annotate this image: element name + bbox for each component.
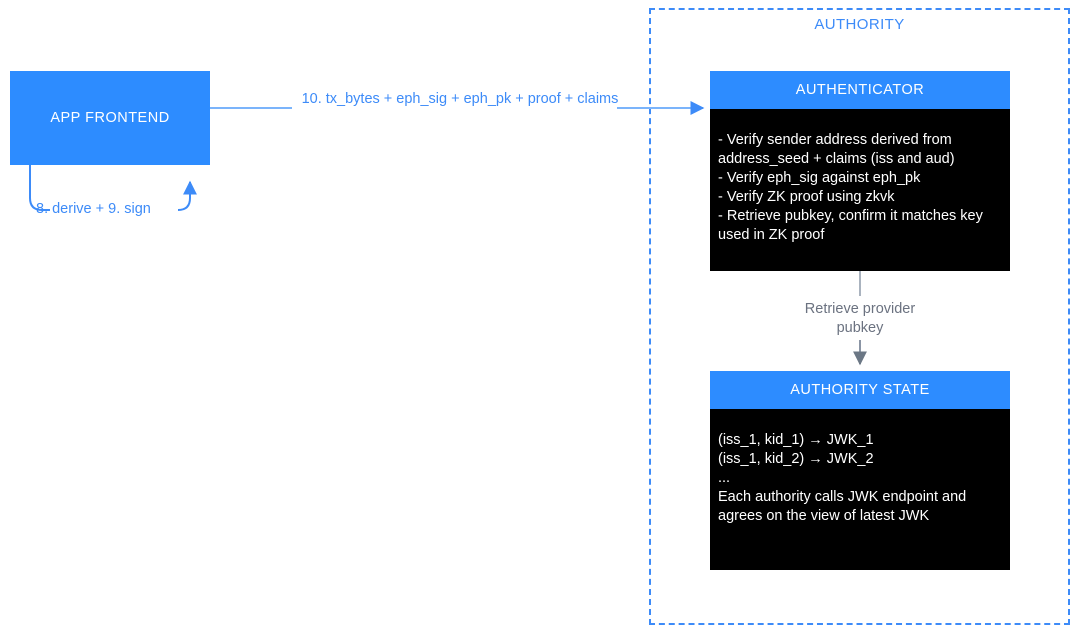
node-authenticator-header: AUTHENTICATOR bbox=[710, 71, 1010, 109]
edge-label-authenticator-to-state: Retrieve provider pubkey bbox=[804, 301, 916, 336]
node-app-frontend-label: APP FRONTEND bbox=[50, 110, 170, 126]
node-authenticator[interactable]: AUTHENTICATOR - Verify sender address de… bbox=[710, 71, 1010, 271]
node-authority-state[interactable]: AUTHORITY STATE (iss_1, kid_1) → JWK_1 (… bbox=[710, 371, 1010, 570]
node-authority-state-body: (iss_1, kid_1) → JWK_1 (iss_1, kid_2) → … bbox=[710, 409, 1010, 570]
authority-group-label: AUTHORITY bbox=[814, 16, 905, 33]
edge-label-frontend-to-authenticator: 10. tx_bytes + eph_sig + eph_pk + proof … bbox=[301, 91, 619, 107]
node-app-frontend[interactable]: APP FRONTEND bbox=[10, 71, 210, 165]
node-authority-state-header: AUTHORITY STATE bbox=[710, 371, 1010, 409]
edge-label-frontend-self-loop: 8. derive + 9. sign bbox=[36, 201, 151, 217]
authority-group-container bbox=[649, 8, 1070, 625]
node-authenticator-body: - Verify sender address derived from add… bbox=[710, 109, 1010, 271]
